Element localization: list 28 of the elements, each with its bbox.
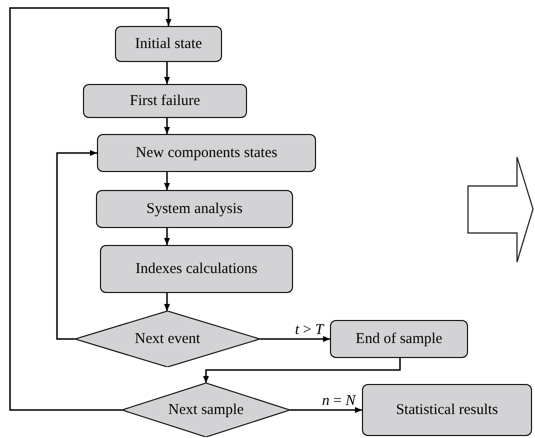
process-box <box>83 84 247 118</box>
arrow <box>164 172 170 190</box>
node-label: Next event <box>134 330 200 349</box>
process-box <box>362 384 532 436</box>
arrow <box>290 407 362 413</box>
decision-diamond <box>122 383 290 437</box>
node-label: End of sample <box>356 330 442 349</box>
process-box <box>97 134 316 172</box>
node-label: First failure <box>130 92 200 111</box>
node-label: Indexes calculations <box>135 260 258 279</box>
arrow <box>164 62 170 84</box>
decision-diamond <box>75 311 260 367</box>
arrow <box>164 293 170 311</box>
arrow <box>164 228 170 245</box>
node-label: System analysis <box>146 200 243 219</box>
arrow <box>9 7 172 411</box>
process-box <box>115 26 222 62</box>
process-box <box>100 245 293 293</box>
node-label: Initial state <box>134 34 202 54</box>
arrow <box>260 336 330 342</box>
process-box <box>96 190 293 228</box>
arrow <box>203 358 401 383</box>
arrow <box>56 150 97 340</box>
arrow <box>164 118 170 134</box>
node-label: New components states <box>136 144 278 163</box>
process-box <box>330 320 468 358</box>
node-label: Statistical results <box>396 400 498 420</box>
node-label: Next sample <box>168 400 244 420</box>
